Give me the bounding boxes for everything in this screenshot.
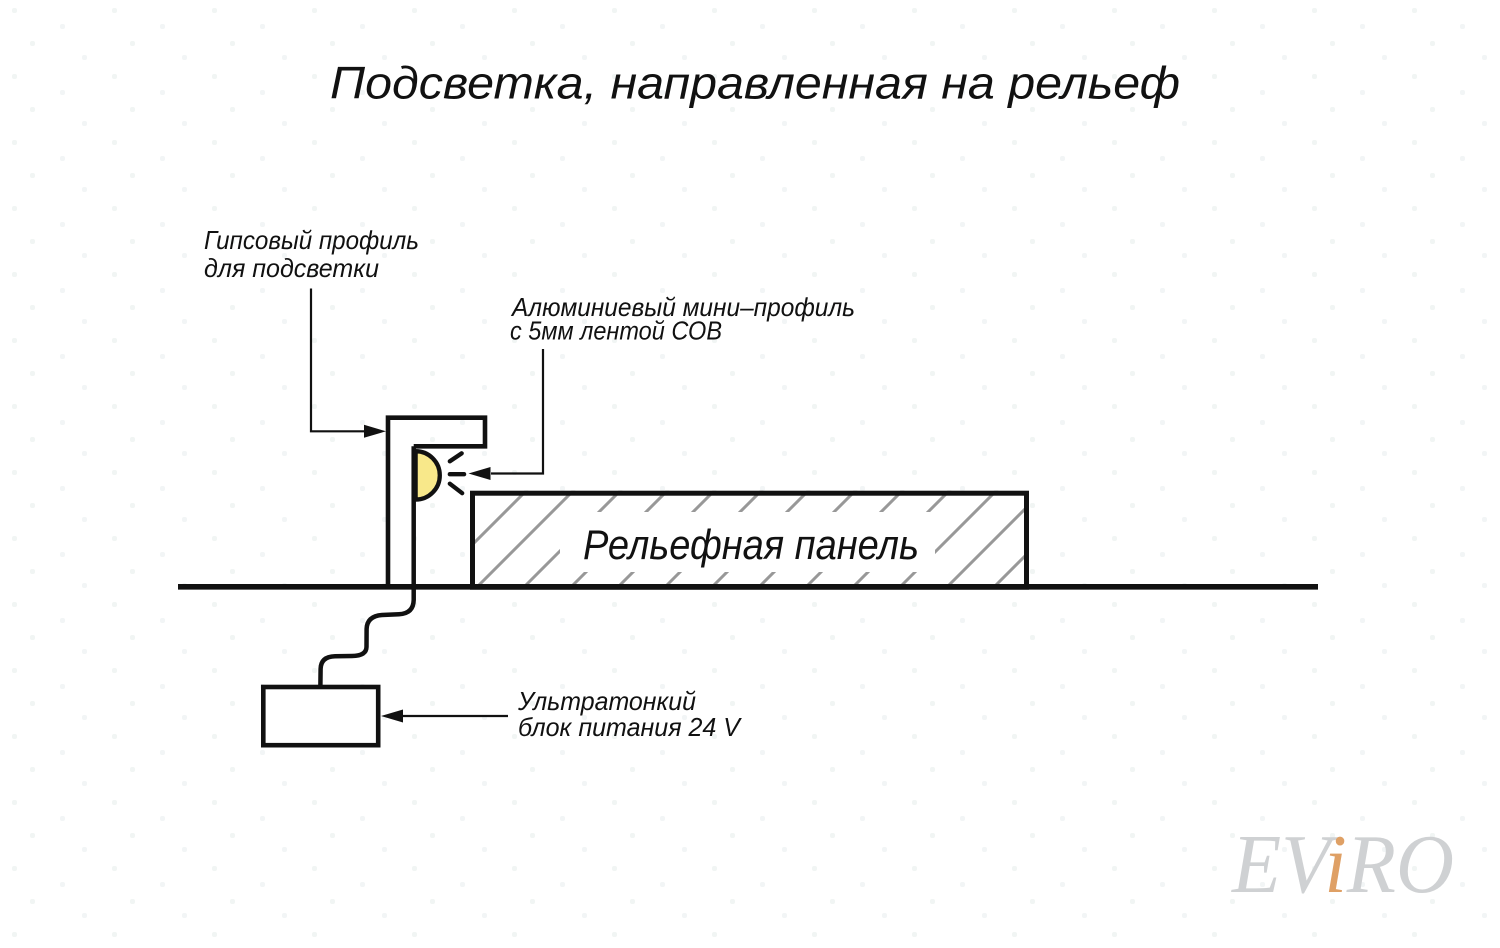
svg-text:Ультратонкий: Ультратонкий bbox=[517, 686, 696, 716]
svg-text:с 5мм лентой СОВ: с 5мм лентой СОВ bbox=[510, 316, 722, 346]
svg-text:для подсветки: для подсветки bbox=[204, 253, 379, 283]
svg-text:Гипсовый профиль: Гипсовый профиль bbox=[204, 225, 419, 255]
svg-text:Рельефная панель: Рельефная панель bbox=[583, 521, 919, 568]
svg-text:Подсветка, направленная на рел: Подсветка, направленная на рельеф bbox=[330, 58, 1180, 109]
svg-text:Алюминиевый мини–профиль: Алюминиевый мини–профиль bbox=[510, 292, 855, 322]
svg-text:блок питания 24 V: блок питания 24 V bbox=[518, 712, 743, 742]
svg-text:EViRO: EViRO bbox=[1231, 818, 1454, 911]
